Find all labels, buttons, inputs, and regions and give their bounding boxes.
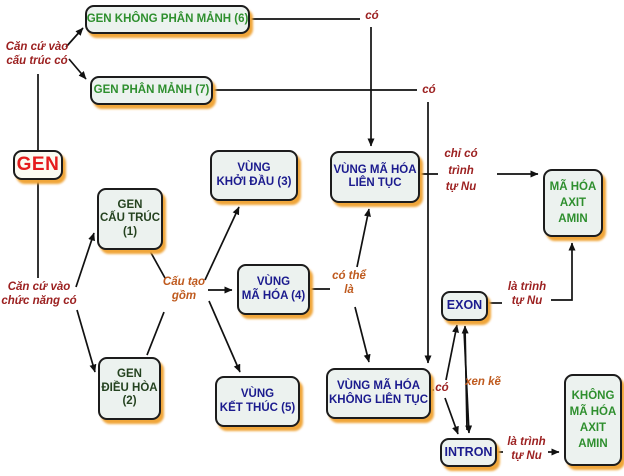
node-gen: GEN	[13, 150, 63, 180]
edge-cothela-up	[356, 208, 371, 268]
node-gen-khong-phan-manh: GEN KHÔNG PHÂN MẢNH (6)	[85, 5, 250, 34]
edge-label-co-mid: có	[422, 84, 436, 96]
edge-label-co-top: có	[365, 10, 379, 22]
node-gen-phan-manh: GEN PHÂN MẢNH (7)	[90, 76, 213, 105]
edge-exon-mahoa	[551, 242, 576, 301]
edge-to-khong-phan-manh	[65, 27, 84, 48]
edge-label-la-trinh-tu-nu-intron: là trình tự Nu	[507, 436, 546, 462]
edge-label-can-cu-cau-truc: Căn cứ vào cấu trúc có	[5, 41, 69, 67]
edge-chucnang-dieuhoa	[76, 309, 97, 373]
edge-label-co-exon-intron: có	[435, 382, 449, 394]
node-vung-ket-thuc: VÙNG KẾT THÚC (5)	[215, 376, 300, 427]
node-vung-ma-hoa: VÙNG MÃ HÓA (4)	[237, 264, 310, 315]
node-khong-ma-hoa-axit-amin: KHÔNG MÃ HÓA AXIT AMIN	[564, 374, 622, 466]
edge-label-can-cu-chuc-nang: Căn cứ vào chức năng có	[1, 281, 77, 307]
edge-co-intron	[444, 397, 459, 435]
node-gen-dieu-hoa: GEN ĐIỀU HÒA (2)	[98, 357, 161, 420]
edge-cothela-down	[354, 306, 371, 363]
node-vung-ma-hoa-lien-tuc: VÙNG MÃ HÓA LIÊN TỤC	[330, 151, 420, 203]
edge-to-phan-manh	[68, 58, 87, 80]
node-ma-hoa-axit-amin: MÃ HÓA AXIT AMIN	[543, 169, 603, 237]
edge-label-cau-tao-gom: Cấu tạo gồm	[162, 276, 206, 302]
edge-gom-khoidau	[204, 206, 240, 281]
edge-label-la-trinh-tu-nu-exon: là trình tự Nu	[507, 281, 547, 307]
edge-label-xen-ke: xen kẽ	[465, 376, 501, 388]
edge-label-chi-co-trinh-tu-nu: chỉ có trình tự Nu	[444, 148, 478, 193]
edge-cautruc-cautao	[149, 250, 166, 279]
node-gen-label: GEN	[16, 154, 60, 176]
node-vung-khoi-dau: VÙNG KHỞI ĐẦU (3)	[210, 150, 298, 201]
edge-label-co-the-la: có thể là	[332, 270, 366, 296]
node-gen-cau-truc: GEN CẤU TRÚC (1)	[97, 188, 163, 250]
edge-dieuhoa-cautao	[146, 311, 165, 356]
edge-chucnang-cautruc	[75, 232, 95, 288]
node-exon: EXON	[441, 291, 488, 321]
edge-gom-ketthuc	[208, 300, 241, 373]
edge-co-exon	[445, 324, 459, 381]
node-intron: INTRON	[440, 438, 497, 467]
node-vung-ma-hoa-khong-lien-tuc: VÙNG MÃ HÓA KHÔNG LIÊN TỤC	[326, 368, 431, 419]
edge-intron-exon	[461, 325, 469, 431]
